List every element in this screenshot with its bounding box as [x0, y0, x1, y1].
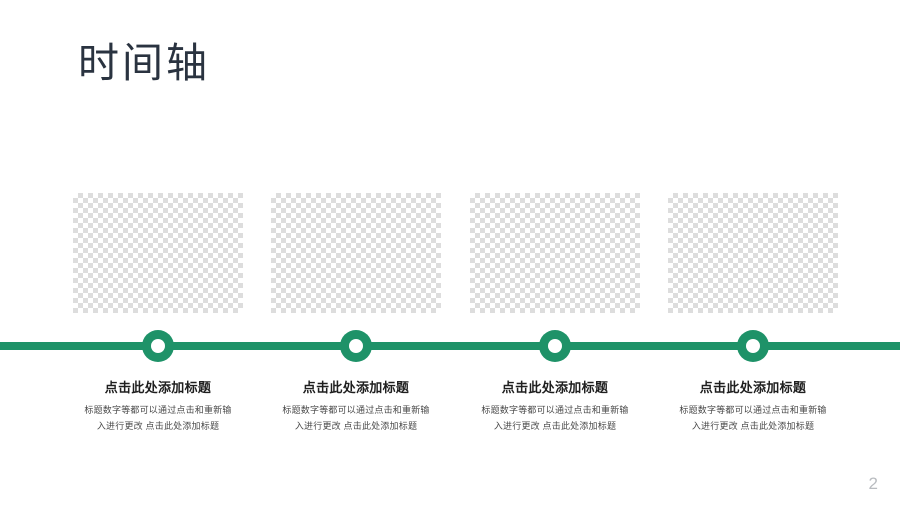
timeline-node-icon[interactable] [737, 330, 769, 362]
image-placeholder-icon[interactable] [271, 193, 441, 313]
timeline-item-body[interactable]: 标题数字等都可以通过点击和重新输入进行更改 点击此处添加标题 [679, 405, 827, 431]
timeline-item-heading[interactable]: 点击此处添加标题 [104, 380, 212, 395]
timeline-item-3[interactable]: 点击此处添加标题 标题数字等都可以通过点击和重新输入进行更改 点击此处添加标题 [456, 0, 654, 506]
timeline-item-2[interactable]: 点击此处添加标题 标题数字等都可以通过点击和重新输入进行更改 点击此处添加标题 [257, 0, 455, 506]
page-number: 2 [868, 474, 878, 493]
image-placeholder-icon[interactable] [470, 193, 640, 313]
image-placeholder-icon[interactable] [73, 193, 243, 313]
timeline-item-1[interactable]: 点击此处添加标题 标题数字等都可以通过点击和重新输入进行更改 点击此处添加标题 [59, 0, 257, 506]
timeline-item-4[interactable]: 点击此处添加标题 标题数字等都可以通过点击和重新输入进行更改 点击此处添加标题 [654, 0, 852, 506]
timeline-item-body[interactable]: 标题数字等都可以通过点击和重新输入进行更改 点击此处添加标题 [84, 405, 232, 431]
timeline-node-icon[interactable] [539, 330, 571, 362]
timeline-axis [0, 342, 900, 350]
timeline-item-body[interactable]: 标题数字等都可以通过点击和重新输入进行更改 点击此处添加标题 [481, 405, 629, 431]
page-title: 时间轴 [78, 40, 210, 86]
image-placeholder-icon[interactable] [668, 193, 838, 313]
timeline-node-icon[interactable] [340, 330, 372, 362]
timeline-item-heading[interactable]: 点击此处添加标题 [501, 380, 609, 395]
timeline-node-icon[interactable] [142, 330, 174, 362]
timeline-item-heading[interactable]: 点击此处添加标题 [302, 380, 410, 395]
timeline-item-body[interactable]: 标题数字等都可以通过点击和重新输入进行更改 点击此处添加标题 [282, 405, 430, 431]
timeline-item-heading[interactable]: 点击此处添加标题 [699, 380, 807, 395]
